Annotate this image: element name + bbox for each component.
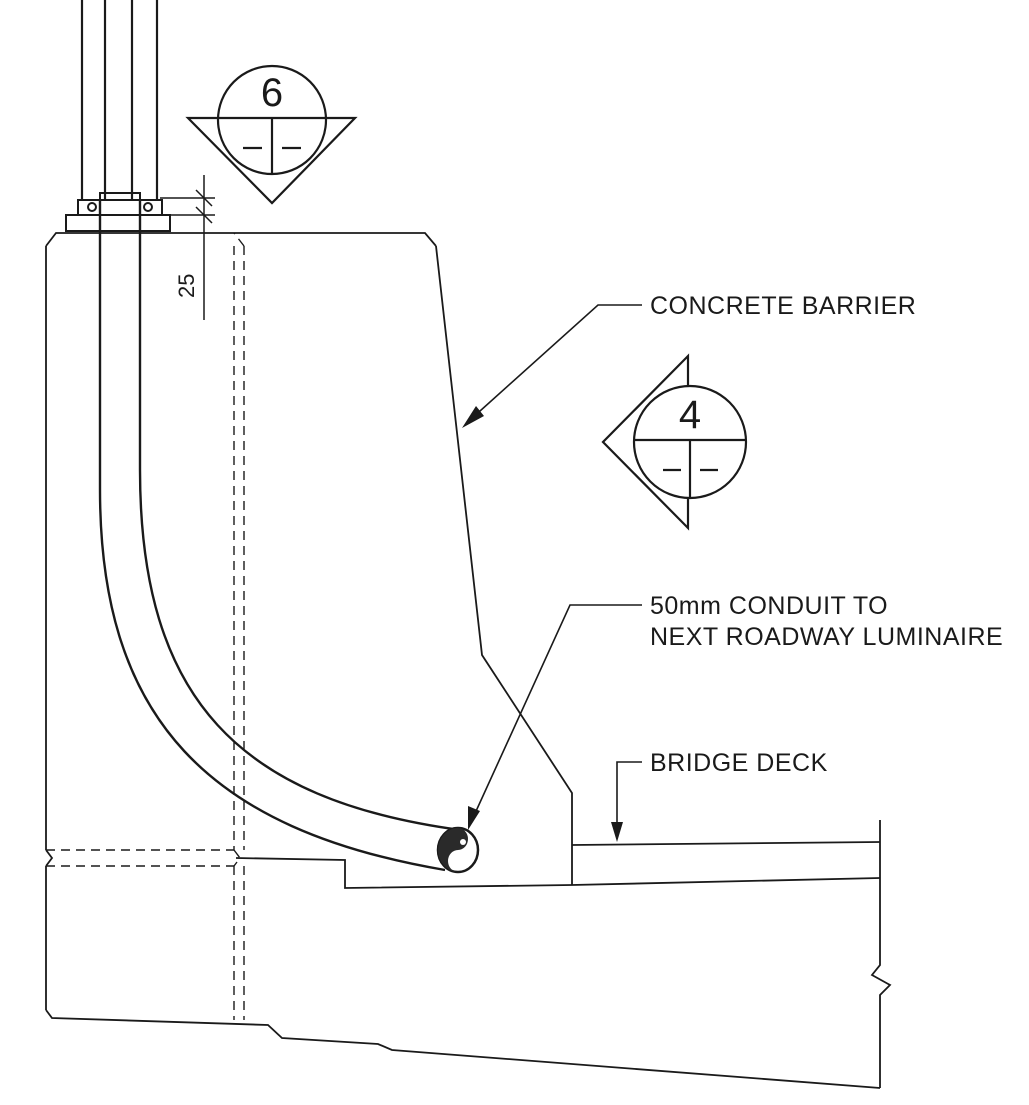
conduit-label-line2: NEXT ROADWAY LUMINAIRE — [650, 623, 1003, 651]
light-pole-shaft — [80, 0, 159, 200]
dimension-25 — [160, 175, 215, 320]
pole-base-plate — [65, 192, 171, 232]
bridge-deck-label: BRIDGE DECK — [650, 749, 828, 777]
leader-concrete-barrier — [469, 304, 642, 421]
dashed-hidden-lines — [46, 232, 245, 1020]
leader-bridge-deck — [616, 761, 642, 830]
section-4-number-text: 4 — [679, 393, 701, 437]
conduit-pipe — [98, 200, 461, 872]
leader-conduit — [471, 604, 642, 821]
section-6-number-text: 6 — [261, 71, 283, 115]
arrowhead-concrete-barrier — [462, 406, 484, 428]
concrete-barrier-label: CONCRETE BARRIER — [650, 292, 916, 320]
conduit-label-line1: 50mm CONDUIT TO — [650, 592, 888, 620]
arrowhead-bridge-deck — [611, 822, 623, 842]
concrete-barrier-outline — [45, 232, 881, 1089]
section-symbol-4 — [601, 353, 748, 531]
section-symbol-6 — [185, 64, 358, 205]
arrowhead-conduit — [468, 806, 480, 830]
bridge-deck-outline — [571, 820, 892, 1088]
conduit-end-section — [436, 826, 480, 874]
dimension-value-text: 25 — [174, 274, 199, 298]
